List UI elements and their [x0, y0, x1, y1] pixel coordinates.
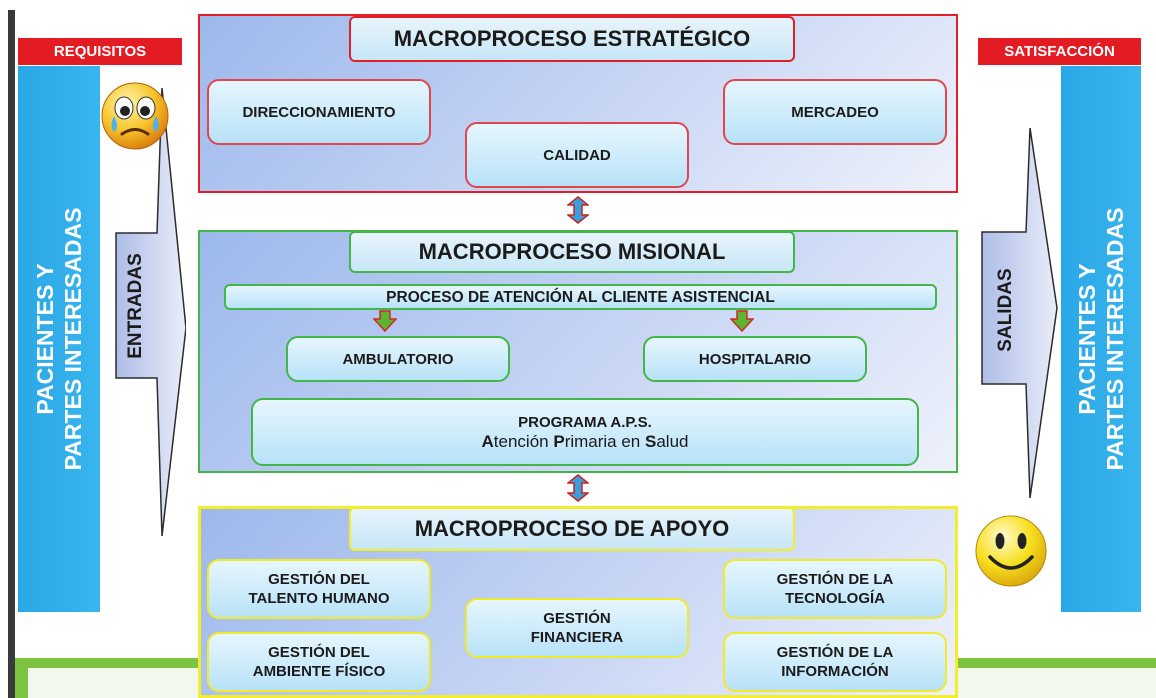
tecnologia-box: GESTIÓN DE LA TECNOLOGÍA: [723, 559, 947, 619]
aps-title: PROGRAMA A.P.S.: [518, 414, 652, 431]
right-stakeholders-label: PACIENTES Y PARTES INTERESADAS: [1074, 207, 1128, 471]
down-arrow-left-icon: [373, 310, 397, 332]
estrategico-title: MACROPROCESO ESTRATÉGICO: [349, 16, 795, 62]
aps-part-2: tención: [493, 432, 554, 451]
right-stakeholders-bar: PACIENTES Y PARTES INTERESADAS: [1061, 66, 1141, 612]
ambulatorio-box: AMBULATORIO: [286, 336, 510, 382]
connector-arrow-2-icon: [567, 474, 589, 502]
informacion-box: GESTIÓN DE LA INFORMACIÓN: [723, 632, 947, 692]
entradas-arrow: [115, 88, 186, 536]
mercadeo-box: MERCADEO: [723, 79, 947, 145]
connector-arrow-1-icon: [567, 196, 589, 224]
misional-title: MACROPROCESO MISIONAL: [349, 231, 795, 273]
aps-subtitle: Atención Primaria en Salud: [482, 432, 689, 451]
apoyo-title: MACROPROCESO DE APOYO: [349, 507, 795, 551]
crying-face-icon: [101, 82, 169, 150]
left-stakeholders-label: PACIENTES Y PARTES INTERESADAS: [32, 207, 86, 471]
aps-part-6: alud: [656, 432, 689, 451]
salidas-label: SALIDAS: [995, 268, 1016, 352]
satisfaccion-tag: SATISFACCIÓN: [978, 38, 1141, 65]
left-stakeholders-bar: PACIENTES Y PARTES INTERESADAS: [18, 66, 100, 612]
financiera-box: GESTIÓN FINANCIERA: [465, 598, 689, 658]
smiley-face-icon: [975, 515, 1047, 587]
salidas-arrow: [981, 128, 1058, 498]
direccionamiento-box: DIRECCIONAMIENTO: [207, 79, 431, 145]
aps-part-3: P: [553, 432, 565, 451]
aps-part-1: A: [481, 432, 494, 451]
aps-box: PROGRAMA A.P.S. Atención Primaria en Sal…: [251, 398, 919, 466]
aps-part-4: rimaria en: [564, 432, 645, 451]
satisfaccion-tag-label: SATISFACCIÓN: [1004, 43, 1115, 60]
calidad-box: CALIDAD: [465, 122, 689, 188]
requisitos-tag-label: REQUISITOS: [53, 43, 147, 60]
aps-part-5: S: [645, 432, 657, 451]
ambiente-fisico-box: GESTIÓN DEL AMBIENTE FÍSICO: [207, 632, 431, 692]
entradas-label-wrap: ENTRADAS: [116, 233, 156, 379]
salidas-label-wrap: SALIDAS: [984, 237, 1028, 383]
left-border-rule: [8, 10, 15, 698]
down-arrow-right-icon: [730, 310, 754, 332]
hospitalario-box: HOSPITALARIO: [643, 336, 867, 382]
proceso-atencion-box: PROCESO DE ATENCIÓN AL CLIENTE ASISTENCI…: [224, 284, 937, 310]
entradas-label: ENTRADAS: [125, 253, 146, 359]
requisitos-tag: REQUISITOS: [18, 38, 182, 65]
talento-humano-box: GESTIÓN DEL TALENTO HUMANO: [207, 559, 431, 619]
